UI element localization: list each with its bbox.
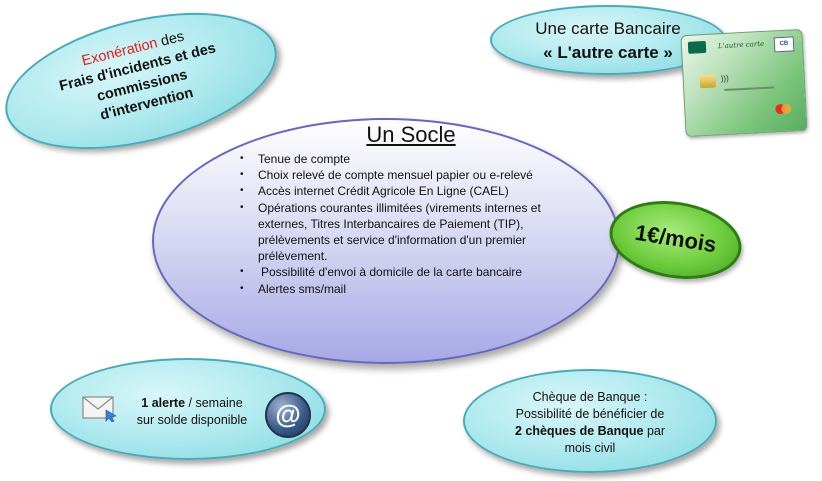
alerte-bold: 1 alerte [141, 396, 186, 410]
carte-line2: « L'autre carte » [543, 43, 673, 62]
cheque-line2: Possibilité de bénéficier de [515, 407, 665, 421]
socle-item: Accès internet Crédit Agricole En Ligne … [240, 183, 585, 199]
alerte-rest: / semaine [185, 396, 243, 410]
socle-item: Alertes sms/mail [240, 281, 585, 297]
alerte-text: 1 alerte / semaine sur solde disponible [126, 395, 258, 429]
cheque-text: Chèque de Banque : Possibilité de bénéfi… [465, 389, 715, 457]
credit-agricole-logo-icon [687, 40, 707, 54]
cb-logo: CB [773, 36, 795, 53]
exoneration-des: des [159, 28, 186, 50]
bank-card-image: L'autre carte CB ))) [680, 28, 808, 138]
socle-item: Choix relevé de compte mensuel papier ou… [240, 167, 585, 183]
socle-list: Tenue de compte Choix relevé de compte m… [240, 151, 585, 297]
envelope-icon [82, 396, 117, 422]
cheque-bubble: Chèque de Banque : Possibilité de bénéfi… [463, 369, 717, 473]
price-badge: 1€/mois [603, 192, 748, 288]
alerte-line2: sur solde disponible [136, 413, 248, 427]
contactless-icon: ))) [720, 73, 729, 84]
cheque-line3-rest: par [643, 424, 666, 438]
cheque-line3-bold: 2 chèques de Banque [514, 424, 644, 438]
carte-line1: Une carte Bancaire [535, 19, 681, 38]
at-sign-icon: @ [265, 392, 311, 438]
cheque-line4: mois civil [564, 441, 616, 455]
card-brand-text: L'autre carte [717, 39, 765, 51]
price-label: 1€/mois [633, 219, 719, 258]
alerte-bubble: 1 alerte / semaine sur solde disponible … [50, 358, 326, 460]
card-chip-icon [699, 74, 717, 89]
socle-item: Tenue de compte [240, 151, 585, 167]
cheque-line1: Chèque de Banque : [532, 390, 648, 404]
mastercard-logo-icon-2 [781, 103, 792, 115]
socle-item: Possibilité d'envoi à domicile de la car… [240, 264, 585, 280]
card-text-line [724, 86, 775, 92]
socle-item: Opérations courantes illimitées (viremen… [240, 200, 585, 265]
socle-title: Un Socle [366, 122, 456, 147]
